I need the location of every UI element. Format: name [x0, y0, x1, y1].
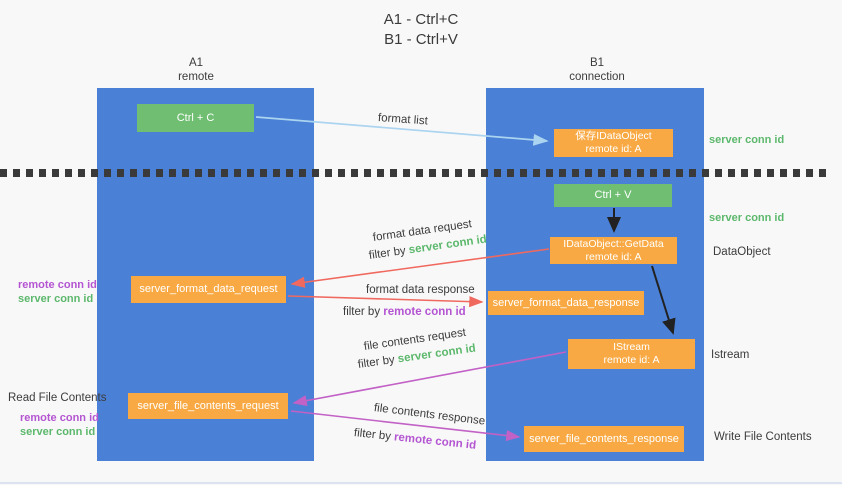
node-ctrl-v: Ctrl + V: [554, 184, 672, 207]
label-file-contents-response: file contents response: [373, 402, 486, 428]
label-format-data-response: format data response: [366, 284, 475, 296]
lane-a1-name: A1: [188, 57, 204, 69]
node-getdata-line1: IDataObject::GetData: [563, 237, 664, 250]
label-remote-conn-id-2: remote conn id: [20, 412, 99, 424]
label-format-data-response-filter: filter by remote conn id: [343, 306, 466, 318]
node-ctrl-c: Ctrl + C: [137, 104, 254, 132]
node-save-line1: 保存IDataObject: [575, 130, 652, 142]
bottom-edge-line: [0, 482, 842, 484]
lane-header-b1: B1 connection: [537, 56, 657, 84]
node-getdata-line2: remote id: A: [585, 250, 642, 263]
filter-by-text-2: filter by: [343, 306, 384, 318]
label-remote-conn-id-1: remote conn id: [18, 279, 97, 291]
filter-by-text-3: filter by: [357, 353, 399, 371]
label-format-list: format list: [377, 112, 429, 128]
node-format-resp-label: server_format_data_response: [492, 296, 640, 309]
node-save-line2: remote id: A: [585, 143, 642, 155]
node-server-format-data-request: server_format_data_request: [131, 276, 286, 303]
lane-b1-name: B1: [589, 57, 605, 69]
node-server-file-contents-request: server_file_contents_request: [128, 393, 288, 419]
filter-by-text-4: filter by: [353, 427, 395, 444]
node-ctrl-c-label: Ctrl + C: [176, 111, 215, 124]
label-server-conn-id-left-2: server conn id: [20, 426, 96, 438]
diagram-title: A1 - Ctrl+C B1 - Ctrl+V: [0, 10, 842, 50]
node-istream: IStream remote id: A: [568, 339, 695, 369]
node-format-req-label: server_format_data_request: [139, 283, 278, 295]
label-pair-conn-ids-bottom: remote conn id server conn id: [20, 411, 99, 439]
title-line-2: B1 - Ctrl+V: [384, 31, 458, 48]
lane-a1-role: remote: [178, 71, 214, 83]
filter-key-remote-conn-id-1: remote conn id: [383, 306, 466, 318]
lane-b1-role: connection: [569, 71, 625, 83]
filter-key-remote-conn-id-2: remote conn id: [393, 431, 477, 452]
label-dataobject: DataObject: [713, 246, 771, 258]
title-line-1: A1 - Ctrl+C: [383, 11, 459, 28]
label-server-conn-id-left-1: server conn id: [18, 293, 94, 305]
node-idataobject-getdata: IDataObject::GetData remote id: A: [550, 237, 677, 264]
filter-by-text-1: filter by: [368, 244, 410, 262]
node-server-format-data-response: server_format_data_response: [488, 291, 644, 315]
node-istream-line1: IStream: [613, 341, 650, 353]
label-server-conn-id-mid: server conn id: [709, 212, 785, 224]
node-server-file-contents-response: server_file_contents_response: [524, 426, 684, 452]
lane-header-a1: A1 remote: [136, 56, 256, 84]
dashed-divider: [0, 169, 830, 177]
label-pair-conn-ids-top: remote conn id server conn id: [18, 278, 97, 306]
node-save-idataobject: 保存IDataObject remote id: A: [554, 129, 673, 157]
node-istream-line2: remote id: A: [603, 354, 660, 366]
label-read-file-contents: Read File Contents: [8, 392, 107, 404]
label-file-contents-response-filter: filter by remote conn id: [353, 427, 476, 452]
node-file-resp-label: server_file_contents_response: [529, 432, 679, 445]
label-istream: Istream: [711, 349, 750, 361]
label-write-file-contents: Write File Contents: [714, 431, 812, 443]
node-ctrl-v-label: Ctrl + V: [594, 189, 632, 201]
label-server-conn-id-top: server conn id: [709, 134, 785, 146]
format-data-response-arrow: [287, 295, 484, 308]
node-file-req-label: server_file_contents_request: [137, 399, 279, 412]
